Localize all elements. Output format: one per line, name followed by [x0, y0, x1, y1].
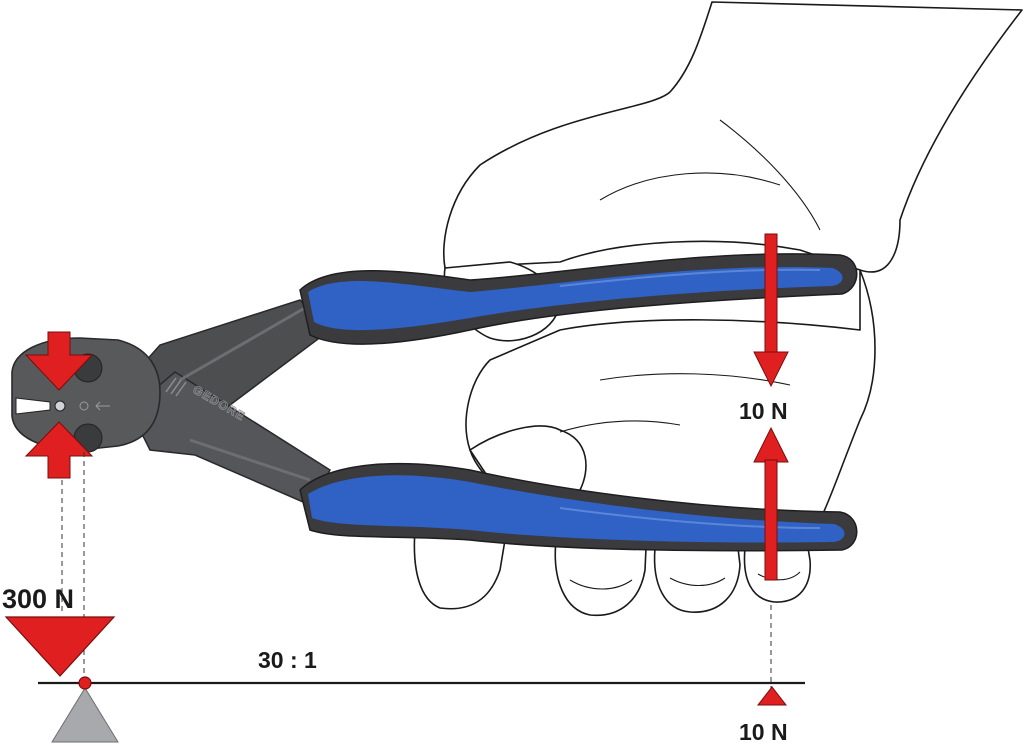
- end-force-label: 10 N: [739, 719, 788, 745]
- force-arrow-icon: [24, 421, 94, 479]
- jaw-force-arrow-down: [24, 331, 94, 391]
- load-triangle-icon: [4, 616, 116, 677]
- lever-ratio-label: 30 : 1: [258, 647, 317, 673]
- end-force-triangle-icon: [756, 686, 788, 706]
- brand-stripes: [165, 377, 187, 397]
- fulcrum-pivot: [78, 676, 92, 690]
- fulcrum-triangle-icon: [51, 687, 119, 743]
- handle-force-arrow-down: [753, 233, 789, 388]
- force-arrow-icon: [24, 331, 94, 391]
- upper-handle: [299, 253, 858, 345]
- handle-force-arrow-up: [753, 426, 789, 581]
- jaw-force-arrow-up: [24, 421, 94, 479]
- force-arrow-icon: [753, 351, 789, 388]
- handle-force-label: 10 N: [739, 398, 788, 424]
- hand-detail-lines: [559, 119, 821, 590]
- jaw-force-label: 300 N: [2, 584, 74, 614]
- lower-handle: [299, 462, 858, 552]
